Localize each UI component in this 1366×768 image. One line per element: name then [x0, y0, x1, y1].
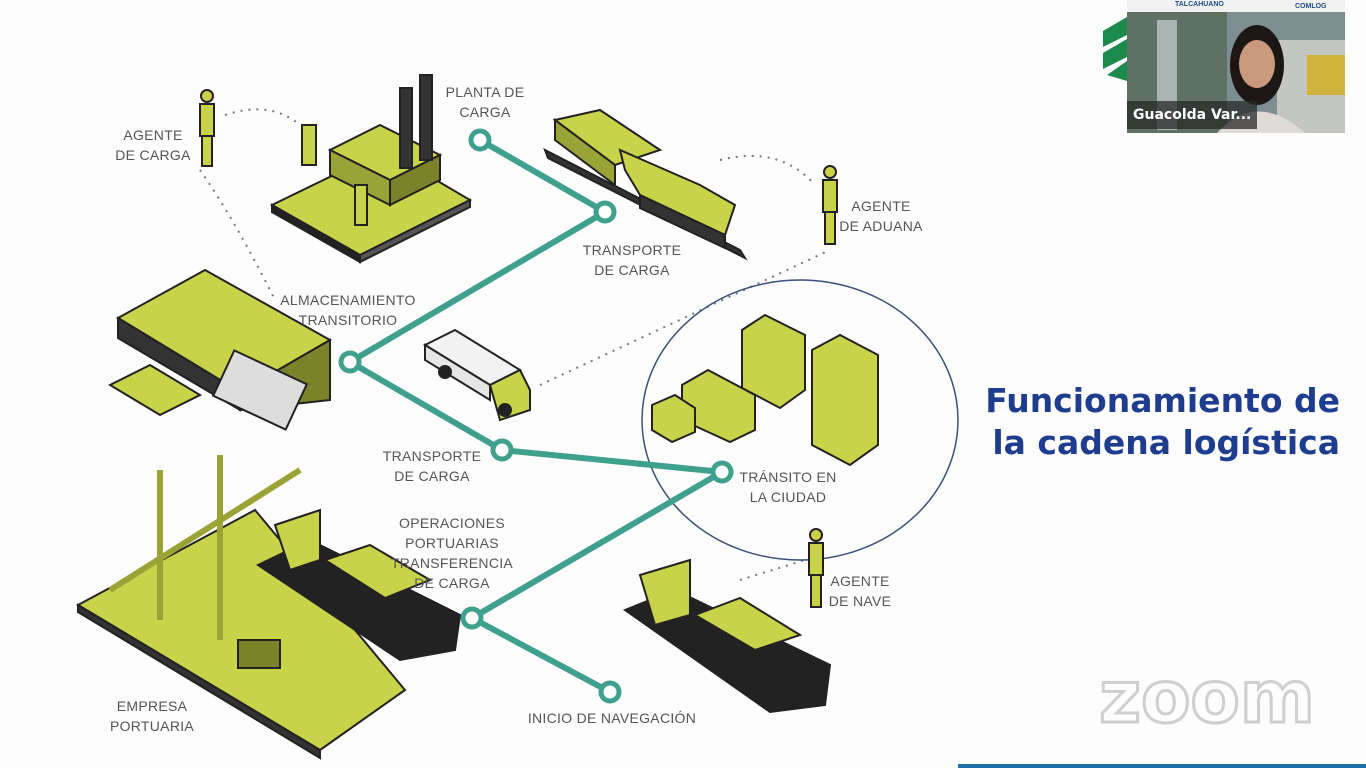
label-almacenamiento: ALMACENAMIENTO TRANSITORIO: [280, 292, 416, 328]
warehouse-illustration: [107, 268, 333, 431]
cargo-ship-2: [622, 558, 832, 714]
node-almacenamiento: [338, 350, 362, 374]
label-agente-carga: AGENTE DE CARGA: [115, 127, 191, 163]
route-nodes: [338, 128, 734, 704]
cargo-ship-1: [255, 508, 462, 662]
label-empresa-portuaria: EMPRESA PORTUARIA: [109, 698, 195, 734]
screen-share-bar: [958, 764, 1366, 768]
zoom-watermark: zoom: [1098, 660, 1317, 740]
agente-aduana-figure: [822, 165, 838, 245]
node-inicio-navegacion: [598, 680, 622, 704]
node-transporte-top: [593, 200, 617, 224]
factory-illustration: [269, 74, 473, 264]
logo-comlog: COMLOG: [1295, 3, 1327, 10]
label-agente-nave: AGENTE DE NAVE: [828, 573, 892, 609]
label-planta-carga: PLANTA DE CARGA: [445, 84, 525, 120]
node-planta: [468, 128, 492, 152]
label-inicio-navegacion: INICIO DE NAVEGACIÓN: [527, 710, 697, 726]
node-transporte-mid: [490, 438, 514, 462]
label-transito-ciudad: TRÁNSITO EN LA CIUDAD: [739, 469, 837, 505]
institution-logo-icon: [1103, 17, 1127, 81]
label-operaciones-portuarias: OPERACIONES PORTUARIAS TRANSFERENCIA DE …: [390, 515, 514, 591]
label-transporte-carga-top: TRANSPORTE DE CARGA: [582, 242, 682, 278]
logo-talcahuano: TALCAHUANO: [1175, 1, 1224, 8]
agente-carga-figure: [199, 89, 215, 167]
zoom-watermark-text: zoom: [1099, 660, 1315, 739]
agente-nave-figure: [808, 528, 824, 608]
participant-name-label: Guacolda Var...: [1127, 101, 1258, 129]
port-crane-illustration: [75, 455, 407, 760]
slide-title: Funcionamiento de la cadena logística: [985, 381, 1340, 462]
city-circle: [641, 279, 959, 561]
dotted-connectors: [199, 108, 831, 581]
label-transporte-carga-mid: TRANSPORTE DE CARGA: [382, 448, 482, 484]
node-operaciones: [460, 606, 484, 630]
train-illustration: [543, 108, 748, 261]
truck-illustration: [422, 328, 531, 422]
agent-figures: [199, 89, 838, 608]
city-buildings: [651, 313, 879, 467]
label-agente-aduana: AGENTE DE ADUANA: [839, 198, 923, 234]
node-transito: [710, 460, 734, 484]
